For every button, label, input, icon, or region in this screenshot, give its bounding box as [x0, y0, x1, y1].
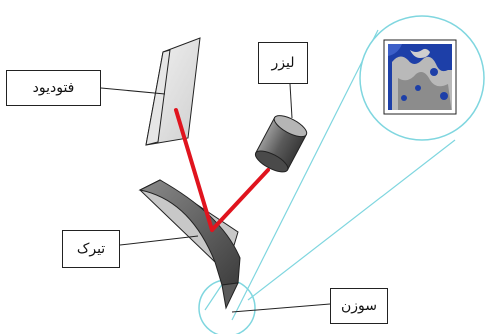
- laser-device: [254, 115, 308, 173]
- surface-image: [383, 39, 457, 115]
- cantilever: [138, 179, 241, 310]
- laser-beam: [174, 108, 270, 232]
- photodiode-label: فتوديود: [6, 70, 101, 106]
- tip-label: سوزن: [330, 288, 388, 324]
- photodiode: [145, 37, 201, 146]
- laser-label: ليزر: [258, 42, 308, 84]
- cantilever-label: تيرک: [62, 230, 120, 268]
- leader-lines: [100, 83, 331, 313]
